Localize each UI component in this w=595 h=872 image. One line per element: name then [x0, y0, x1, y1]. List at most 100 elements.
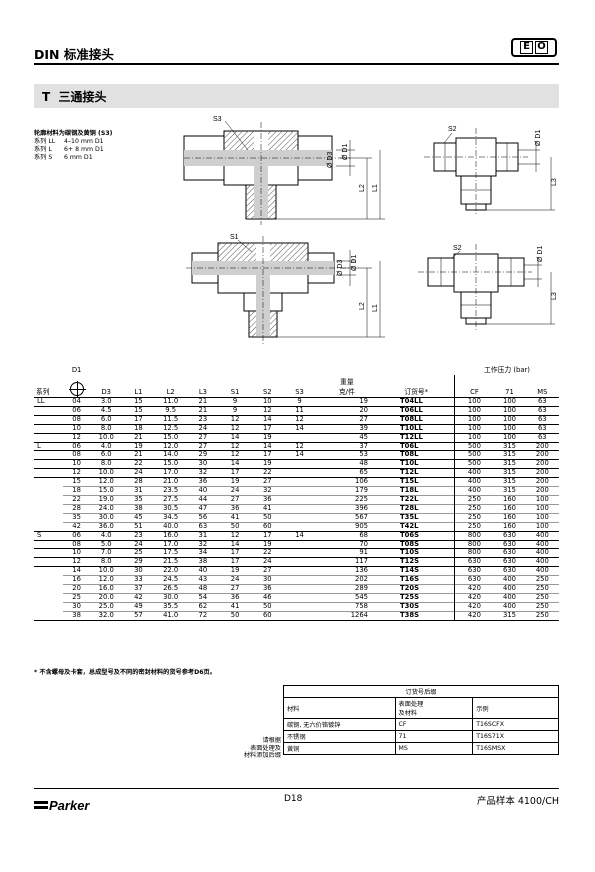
- cell-s2: 36: [251, 584, 284, 594]
- header-d3: D3: [90, 375, 123, 398]
- label-l3-bottom: L3: [551, 292, 558, 300]
- cell-l2: 21.5: [154, 557, 187, 567]
- cell-l1: 18: [122, 423, 155, 434]
- cell-p71: 630: [493, 566, 526, 576]
- cell-s3: 11: [283, 405, 316, 416]
- label-l2-top: L2: [359, 184, 366, 192]
- cell-p71: 160: [493, 521, 526, 532]
- cell-p71: 315: [493, 468, 526, 478]
- cell-ms: 400: [525, 548, 559, 558]
- cell-s1: 14: [218, 539, 252, 549]
- header-pressure: 工作压力 (bar): [484, 366, 530, 374]
- cell-cf: 500: [454, 441, 494, 451]
- cell-cf: 250: [454, 521, 494, 532]
- cell-cf: 800: [454, 548, 494, 558]
- cell-d1: 15: [63, 477, 91, 487]
- cell-s3: [283, 459, 316, 469]
- cell-l1: 29: [122, 557, 155, 567]
- cell-s2: 10: [251, 397, 284, 407]
- label-d1-bottom: Ø D1: [351, 255, 358, 271]
- cell-l1: 24: [122, 468, 155, 478]
- cell-cf: 500: [454, 459, 494, 469]
- label-l1-bottom: L1: [372, 304, 379, 312]
- cell-s3: [283, 610, 316, 621]
- order-code-table: 订货号后缀 材料 表面处理 及材料 示例 碳钢, 无六价铬镀锌 CF T16SC…: [283, 685, 559, 755]
- cell-l1: 28: [122, 477, 155, 487]
- cell-weight: 68: [315, 530, 379, 540]
- cell-d3: 10.0: [90, 566, 123, 576]
- cell-s2: 17: [251, 423, 284, 434]
- cell-order: T30S: [378, 601, 455, 612]
- label-s1: S1: [230, 234, 239, 241]
- series-cell: [34, 611, 64, 621]
- order-example: T16SMSX: [472, 742, 559, 755]
- cell-l1: 38: [122, 503, 155, 514]
- series-cell: [34, 513, 63, 522]
- cell-order: T18L: [378, 486, 455, 496]
- series-cell: [34, 522, 63, 531]
- footer-rule: [34, 788, 559, 789]
- cell-ms: 63: [525, 405, 559, 416]
- cell-l2: 9.5: [154, 405, 187, 416]
- series-cell: [34, 423, 64, 434]
- cell-order: T10LL: [378, 423, 455, 434]
- label-l3-top: L3: [551, 178, 558, 186]
- cell-cf: 420: [454, 592, 494, 603]
- cell-l1: 15: [122, 405, 155, 416]
- cell-p71: 315: [493, 610, 526, 621]
- order-col-suffix: 表面处理 及材料: [394, 697, 474, 719]
- cell-p71: 160: [493, 494, 526, 505]
- cell-cf: 420: [454, 601, 494, 612]
- label-s2-top: S2: [448, 126, 457, 133]
- section-name: 三通接头: [58, 90, 107, 104]
- header-weight-line1: 重量: [340, 378, 354, 386]
- cell-order: T10L: [378, 459, 455, 469]
- cell-d3: 12.0: [90, 575, 123, 585]
- cell-s2: 60: [251, 610, 284, 621]
- cell-l1: 45: [122, 512, 155, 523]
- cell-l3: 40: [186, 486, 219, 496]
- cell-s3: [283, 468, 316, 478]
- cell-cf: 800: [454, 539, 494, 549]
- header-l1: L1: [122, 375, 155, 398]
- cell-s1: 12: [218, 530, 252, 540]
- cell-ms: 100: [525, 503, 559, 514]
- cell-cf: 250: [454, 494, 494, 505]
- eo-logo-letter-e: E: [520, 41, 533, 54]
- cell-l3: 32: [186, 468, 219, 478]
- cell-d1: 06: [63, 405, 91, 416]
- page-header: DIN 标准接头 E O: [34, 36, 559, 65]
- cell-l2: 16.0: [154, 530, 187, 540]
- order-col-example: 示例: [472, 697, 559, 719]
- cell-s3: [283, 486, 316, 496]
- footnote: * 不含螺母及卡套，总成型号及不同的密封材料的货号参考D6页。: [34, 669, 216, 676]
- cell-s3: [283, 566, 316, 576]
- series-cell: [34, 468, 64, 478]
- cell-weight: 91: [315, 548, 379, 558]
- cell-weight: 567: [315, 512, 379, 523]
- order-example: T16SCFX: [472, 718, 559, 731]
- series-cell: [34, 432, 64, 443]
- cell-d3: 4.5: [90, 405, 123, 416]
- section-letter: T: [42, 90, 51, 104]
- cell-s1: 19: [218, 566, 252, 576]
- cell-weight: 117: [315, 557, 379, 567]
- cell-ms: 400: [525, 539, 559, 549]
- cell-order: T42L: [378, 521, 455, 532]
- cell-p71: 400: [493, 575, 526, 585]
- cell-s1: 27: [218, 494, 252, 505]
- cell-s1: 12: [218, 441, 252, 451]
- cell-d3: 8.0: [90, 423, 123, 434]
- cell-s3: 14: [283, 450, 316, 460]
- cell-ms: 63: [525, 397, 559, 407]
- cell-ms: 100: [525, 512, 559, 523]
- cell-l1: 35: [122, 494, 155, 505]
- cell-l1: 25: [122, 548, 155, 558]
- cell-s1: 41: [218, 512, 252, 523]
- series-cell: LL: [34, 397, 64, 407]
